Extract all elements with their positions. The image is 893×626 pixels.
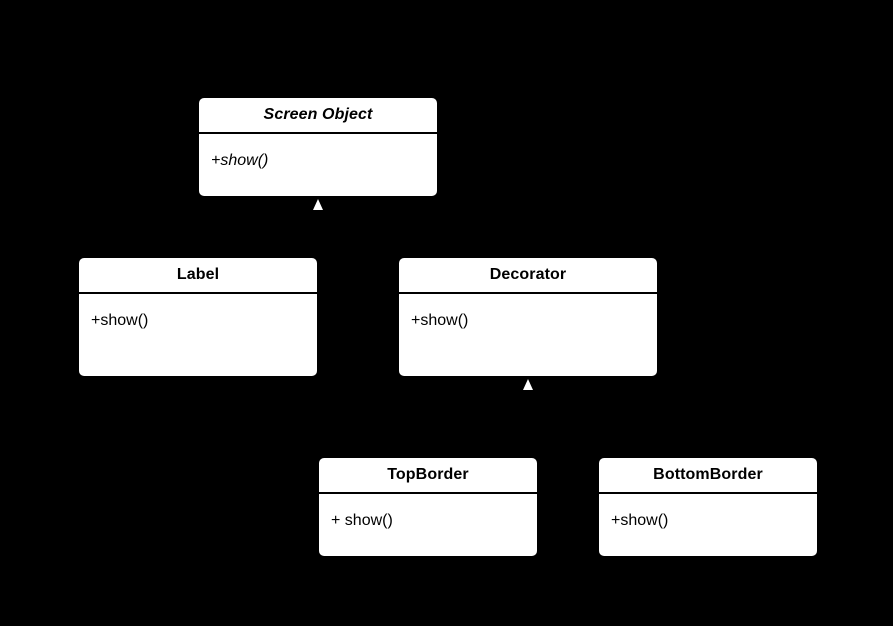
generalization-arrowhead-decorator: [523, 379, 533, 390]
class-members-screen-object: +show(): [199, 134, 437, 171]
class-title-top-border: TopBorder: [319, 458, 537, 494]
class-title-screen-object: Screen Object: [199, 98, 437, 134]
class-box-label[interactable]: Label +show(): [79, 258, 317, 376]
class-member-show: +show(): [611, 512, 669, 529]
class-box-decorator[interactable]: Decorator +show(): [399, 258, 657, 376]
class-box-top-border[interactable]: TopBorder + show(): [319, 458, 537, 556]
generalization-line-bottomborder-to-decorator: [707, 390, 709, 458]
class-member-show: +show(): [211, 152, 269, 169]
class-title-label: Label: [79, 258, 317, 294]
generalization-line-label-to-screenobject: [197, 210, 199, 258]
generalization-arrowhead-screenobject: [313, 199, 323, 210]
generalization-line-topborder-to-decorator: [427, 390, 429, 458]
class-members-top-border: + show(): [319, 494, 537, 531]
class-box-screen-object[interactable]: Screen Object +show(): [199, 98, 437, 196]
class-members-decorator: +show(): [399, 294, 657, 331]
generalization-line-horizontal-bottom: [427, 390, 709, 392]
class-title-bottom-border: BottomBorder: [599, 458, 817, 494]
class-members-label: +show(): [79, 294, 317, 331]
generalization-line-horizontal-top: [197, 210, 529, 212]
class-members-bottom-border: +show(): [599, 494, 817, 531]
class-member-show: + show(): [331, 512, 393, 529]
generalization-line-decorator-to-screenobject: [527, 210, 529, 258]
class-member-show: +show(): [411, 312, 469, 329]
class-box-bottom-border[interactable]: BottomBorder +show(): [599, 458, 817, 556]
class-member-show: +show(): [91, 312, 149, 329]
class-title-decorator: Decorator: [399, 258, 657, 294]
